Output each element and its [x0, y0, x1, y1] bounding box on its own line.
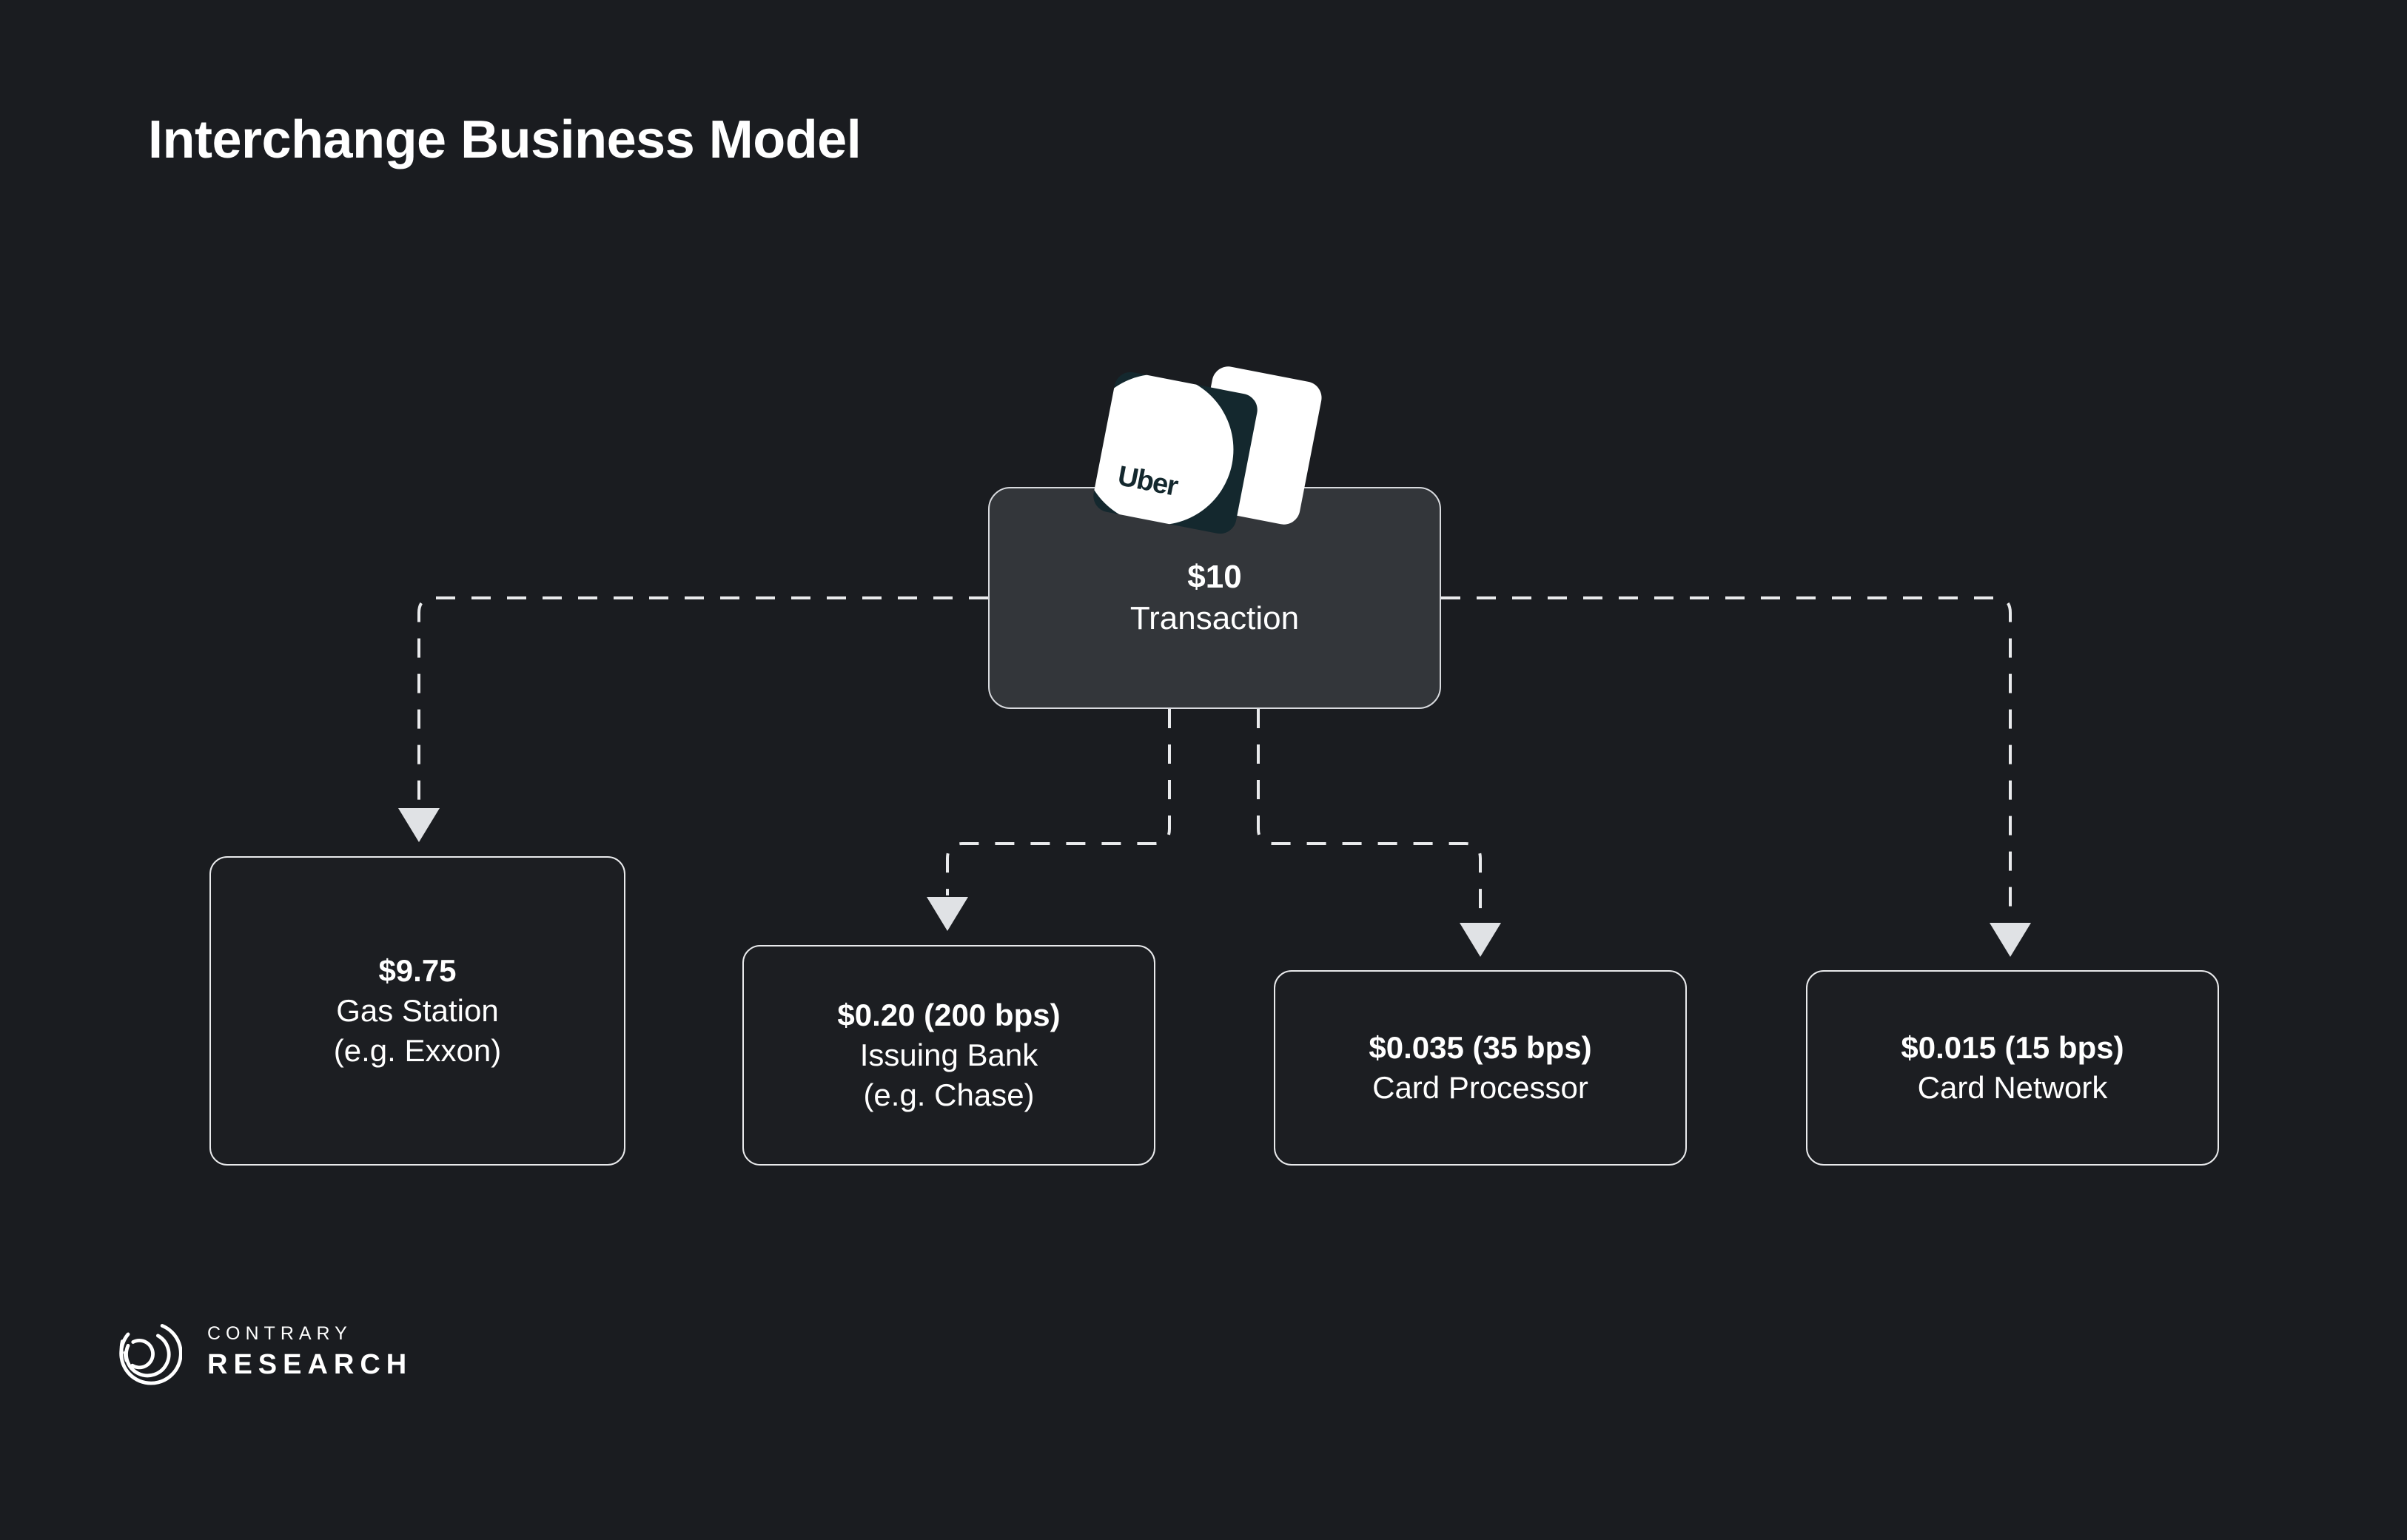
connector-root-to-network [1441, 596, 2012, 921]
brand-logo: CONTRARY RESEARCH [111, 1316, 412, 1387]
node-card-processor[interactable]: $0.035 (35 bps) Card Processor [1274, 970, 1687, 1166]
page-title: Interchange Business Model [148, 110, 862, 169]
brand-wordmark: CONTRARY RESEARCH [207, 1320, 412, 1383]
node-gas-station-label-1: Gas Station [336, 993, 499, 1029]
uber-payment-card-icon: Uber [1090, 363, 1331, 554]
node-card-processor-label-1: Card Processor [1372, 1070, 1588, 1105]
arrowhead-network [1990, 923, 2031, 957]
uber-card-icon: Uber [1090, 369, 1260, 537]
arrowhead-gas [398, 808, 440, 842]
contrary-spiral-logo-icon [119, 1324, 182, 1385]
node-transaction-amount: $10 [1187, 558, 1242, 595]
node-gas-station-label-2: (e.g. Exxon) [333, 1032, 502, 1068]
connector-root-to-processor [1257, 709, 1482, 921]
node-gas-station-amount: $9.75 [378, 953, 457, 989]
node-issuing-bank-amount: $0.20 (200 bps) [837, 998, 1061, 1033]
connector-root-to-gas [417, 596, 988, 807]
connector-root-to-issuer [946, 709, 1171, 895]
uber-logo-disc [1090, 369, 1247, 537]
node-issuing-bank[interactable]: $0.20 (200 bps) Issuing Bank (e.g. Chase… [742, 945, 1155, 1166]
node-card-network-amount: $0.015 (15 bps) [1901, 1030, 2124, 1066]
brand-line-research: RESEARCH [207, 1349, 413, 1380]
brand-line-contrary: CONTRARY [207, 1322, 352, 1344]
node-issuing-bank-label-1: Issuing Bank [859, 1038, 1038, 1073]
node-gas-station[interactable]: $9.75 Gas Station (e.g. Exxon) [209, 856, 625, 1166]
arrowhead-processor [1460, 923, 1501, 957]
node-issuing-bank-label-2: (e.g. Chase) [863, 1077, 1035, 1112]
arrowhead-issuer [927, 897, 968, 931]
node-transaction-label: Transaction [1129, 600, 1300, 636]
node-card-processor-amount: $0.035 (35 bps) [1369, 1030, 1592, 1066]
node-card-network[interactable]: $0.015 (15 bps) Card Network [1806, 970, 2219, 1166]
node-card-network-label-1: Card Network [1917, 1070, 2108, 1105]
